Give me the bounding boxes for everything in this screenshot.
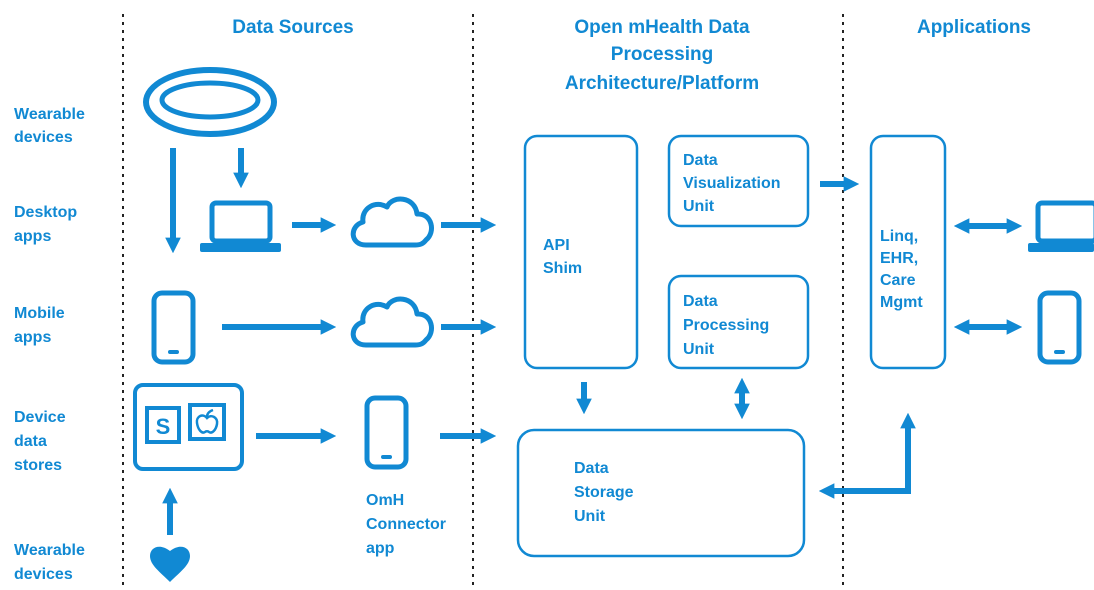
apps-label-2: EHR, — [880, 250, 918, 267]
row-label-stores-2: data — [14, 433, 47, 450]
connector-label-2: Connector — [366, 516, 446, 533]
connector-label-1: OmH — [366, 492, 404, 509]
api-shim-box: API Shim — [523, 134, 639, 370]
storage-label-3: Unit — [574, 508, 606, 525]
row-label-wearable-bottom-2: devices — [14, 566, 73, 583]
header-platform-line3: Architecture/Platform — [565, 73, 759, 94]
visualization-unit-box: Data Visualization Unit — [667, 134, 810, 228]
storage-unit-box: Data Storage Unit — [516, 428, 806, 558]
phone-icon-mobile — [151, 290, 196, 365]
storage-label-2: Storage — [574, 484, 634, 501]
connector-label-3: app — [366, 540, 395, 557]
phone-icon-connector — [364, 395, 409, 470]
apps-label-4: Mgmt — [880, 294, 923, 311]
processing-label-3: Unit — [683, 341, 715, 358]
row-label-desktop-1: Desktop — [14, 204, 77, 221]
store-box-icon: S — [133, 383, 244, 471]
arrow-storage-to-apps — [818, 412, 916, 499]
store-s-label: S — [156, 414, 171, 439]
cloud-icon-desktop — [350, 196, 434, 248]
row-label-mobile-2: apps — [14, 329, 51, 346]
apps-label-3: Care — [880, 272, 916, 289]
header-platform-line2: Processing — [611, 44, 713, 65]
apps-label-1: Linq, — [880, 228, 918, 245]
row-label-wearable-top-1: Wearable — [14, 106, 85, 123]
apple-icon — [195, 408, 219, 434]
row-label-stores-3: stores — [14, 457, 62, 474]
header-platform-line1: Open mHealth Data — [574, 17, 750, 38]
api-shim-label-1: API — [543, 237, 570, 254]
ring-wearable-icon — [143, 67, 277, 137]
visualization-label-3: Unit — [683, 198, 715, 215]
arrows-group — [162, 148, 1023, 535]
phone-icon-app — [1037, 290, 1082, 365]
cloud-icon-mobile — [350, 296, 434, 348]
row-label-wearable-top-2: devices — [14, 129, 73, 146]
processing-unit-box: Data Processing Unit — [667, 274, 810, 370]
api-shim-label-2: Shim — [543, 260, 582, 277]
row-label-stores-1: Device — [14, 409, 66, 426]
laptop-icon — [200, 200, 281, 252]
row-label-mobile-1: Mobile — [14, 305, 65, 322]
processing-label-2: Processing — [683, 317, 769, 334]
header-applications: Applications — [917, 17, 1031, 38]
heart-icon — [150, 546, 190, 582]
laptop-icon-app — [1028, 200, 1094, 252]
visualization-label-1: Data — [683, 152, 718, 169]
storage-label-1: Data — [574, 460, 609, 477]
applications-box: Linq, EHR, Care Mgmt — [869, 134, 947, 370]
visualization-label-2: Visualization — [683, 175, 781, 192]
processing-label-1: Data — [683, 293, 718, 310]
row-label-wearable-bottom-1: Wearable — [14, 542, 85, 559]
row-label-desktop-2: apps — [14, 228, 51, 245]
header-data-sources: Data Sources — [232, 17, 353, 38]
